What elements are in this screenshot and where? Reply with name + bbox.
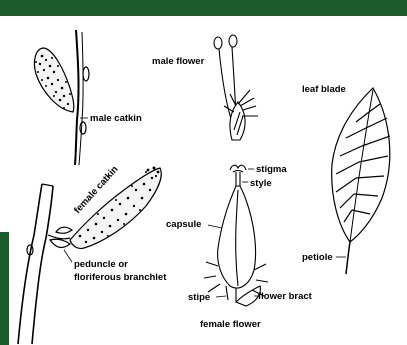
label-style: style <box>250 178 272 189</box>
label-peduncle-line2: floriferous branchlet <box>74 272 167 283</box>
peduncle-leader <box>64 250 72 262</box>
male-flower-drawing <box>214 35 258 140</box>
label-male-flower: male flower <box>152 56 205 67</box>
label-capsule: capsule <box>166 219 201 230</box>
male-catkin-drawing <box>34 30 89 165</box>
label-leaf-blade: leaf blade <box>302 84 346 95</box>
label-stipe: stipe <box>188 292 210 303</box>
leaf-drawing <box>332 88 390 274</box>
label-peduncle-line1: peduncle or <box>74 259 128 270</box>
capsule-leader <box>208 225 222 228</box>
label-flower-bract: flower bract <box>258 291 313 302</box>
label-stigma: stigma <box>256 164 287 175</box>
label-female-flower: female flower <box>200 319 261 330</box>
label-petiole: petiole <box>302 252 333 263</box>
label-male-catkin: male catkin <box>90 113 142 124</box>
stipe-leader <box>216 296 226 297</box>
